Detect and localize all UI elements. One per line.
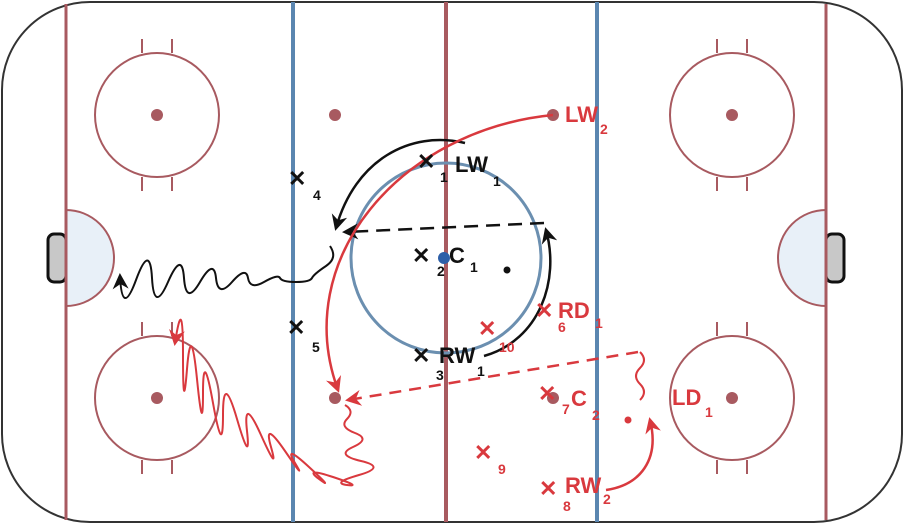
x-player-marker-icon: ✕ (288, 166, 306, 191)
pass-path-dashed-red (345, 350, 639, 406)
pass-path-dashed-black (342, 221, 545, 240)
x-player-marker-icon: ✕ (539, 476, 557, 501)
faceoff-circles (94, 39, 795, 474)
carry-path-wavy-black (112, 245, 335, 299)
svg-text:C: C (449, 243, 465, 268)
svg-text:2: 2 (592, 407, 600, 423)
puck-red (624, 416, 632, 424)
svg-text:1: 1 (705, 404, 713, 420)
player-rw1: ✕ 3 RW 1 (412, 343, 485, 383)
player-5: ✕ 5 (287, 315, 320, 355)
svg-text:6: 6 (558, 319, 566, 335)
svg-text:1: 1 (477, 363, 485, 379)
x-player-marker-icon: ✕ (538, 381, 556, 406)
faceoff-circle-right-bottom (669, 322, 795, 474)
carry-path-wavy-red (169, 318, 375, 487)
player-lw1: ✕ 1 LW 1 (417, 149, 501, 189)
svg-text:4: 4 (313, 187, 321, 203)
svg-text:RD: RD (558, 298, 590, 323)
svg-text:1: 1 (595, 315, 603, 331)
svg-text:RW: RW (439, 343, 475, 368)
x-player-marker-icon: ✕ (287, 315, 305, 340)
svg-text:8: 8 (563, 498, 571, 514)
right-net (824, 232, 846, 284)
player-9: ✕ 9 (474, 440, 506, 477)
x-player-marker-icon: ✕ (412, 343, 430, 368)
svg-text:2: 2 (600, 121, 608, 137)
x-player-marker-icon: ✕ (417, 149, 435, 174)
svg-text:2: 2 (437, 263, 445, 279)
faceoff-circle-left-top (94, 39, 220, 191)
svg-text:LD: LD (672, 385, 701, 410)
carry-path-wavy-red-ld (635, 351, 645, 401)
skate-path-lw1 (331, 138, 466, 231)
center-circle (349, 161, 543, 355)
svg-text:2: 2 (603, 491, 611, 507)
player-c1: ✕ 2 C 1 (412, 243, 478, 279)
svg-text:C: C (571, 386, 587, 411)
player-rw2: ✕ 8 RW 2 (539, 473, 611, 514)
faceoff-circle-right-top (669, 39, 795, 191)
right-goal-crease (777, 208, 827, 308)
svg-text:1: 1 (470, 259, 478, 275)
svg-text:RW: RW (565, 473, 601, 498)
svg-text:7: 7 (562, 401, 570, 417)
skate-path-rw1 (483, 227, 558, 358)
x-player-marker-icon: ✕ (535, 298, 553, 323)
player-c2: ✕ 7 C 2 (538, 381, 600, 423)
center-dot (438, 252, 450, 264)
team1-players: ✕ 1 LW 1 ✕ 2 C 1 ✕ 3 RW 1 ✕ 4 ✕ 5 (287, 149, 501, 383)
player-rd1: ✕ 6 RD 1 (535, 298, 603, 335)
x-player-marker-icon: ✕ (412, 243, 430, 268)
svg-text:10: 10 (499, 339, 515, 355)
svg-text:3: 3 (436, 367, 444, 383)
player-lw2: LW 2 (565, 102, 608, 137)
svg-text:9: 9 (498, 461, 506, 477)
puck-black (503, 266, 511, 274)
player-10: ✕ 10 (478, 316, 515, 355)
player-ld1: LD 1 (672, 385, 713, 420)
skate-path-lw2 (325, 113, 554, 393)
svg-text:1: 1 (493, 173, 501, 189)
svg-text:5: 5 (312, 339, 320, 355)
x-player-marker-icon: ✕ (474, 440, 492, 465)
svg-text:LW: LW (455, 152, 488, 177)
svg-text:1: 1 (440, 169, 448, 185)
svg-text:LW: LW (565, 102, 598, 127)
left-goal-crease (65, 208, 115, 308)
left-net (46, 232, 68, 284)
player-4: ✕ 4 (288, 166, 321, 203)
skate-path-rw2 (605, 417, 661, 492)
x-player-marker-icon: ✕ (478, 316, 496, 341)
team2-players: LW 2 ✕ 6 RD 1 ✕ 10 ✕ 7 C 2 ✕ 9 ✕ 8 RW 2 … (474, 102, 713, 514)
